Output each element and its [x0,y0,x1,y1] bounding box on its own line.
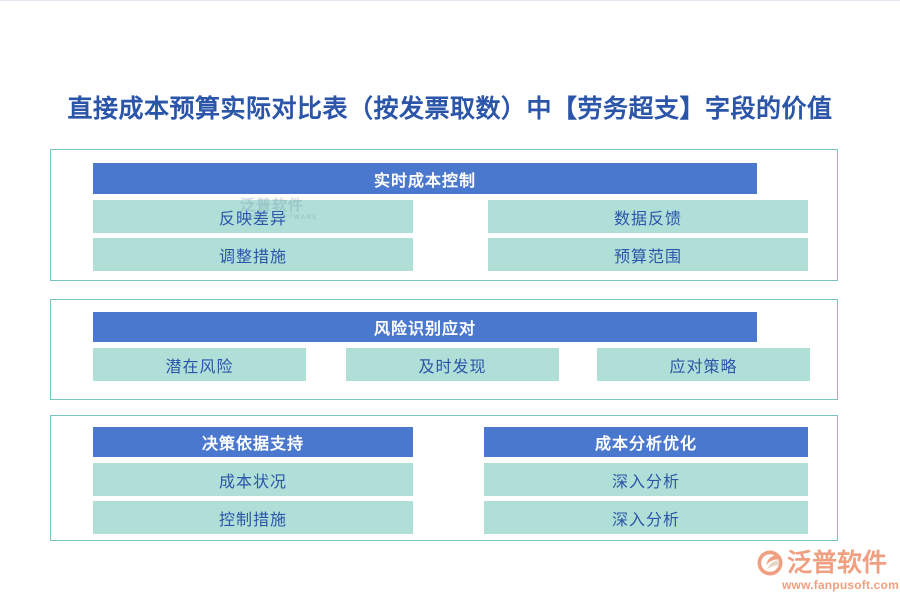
card-3-left-item-1[interactable]: 成本状况 [93,463,413,496]
card-risk-identification: 风险识别应对 潜在风险 及时发现 应对策略 [50,299,838,400]
card-1-item-3[interactable]: 调整措施 [93,238,413,271]
card-1-header: 实时成本控制 [93,163,757,194]
card-2-item-2[interactable]: 及时发现 [346,348,559,381]
card-1-item-2[interactable]: 数据反馈 [488,200,808,233]
card-2-item-3[interactable]: 应对策略 [597,348,810,381]
brand-url: www.fanpusoft.com [782,578,899,592]
page-title: 直接成本预算实际对比表（按发票取数）中【劳务超支】字段的价值 [67,96,833,123]
card-3-right-item-1[interactable]: 深入分析 [484,463,808,496]
brand-logo: 泛普软件 www.fanpusoft.com [756,548,899,592]
card-2-item-1[interactable]: 潜在风险 [93,348,306,381]
fanpu-arc-logo-icon [756,549,784,577]
card-decision-and-analysis: 决策依据支持 成本状况 控制措施 成本分析优化 深入分析 深入分析 [50,415,838,541]
card-3-left-item-2[interactable]: 控制措施 [93,501,413,534]
card-2-header: 风险识别应对 [93,312,757,342]
card-3-right-item-2[interactable]: 深入分析 [484,501,808,534]
card-1-item-1[interactable]: 反映差异 [93,200,413,233]
card-3-right-header: 成本分析优化 [484,427,808,457]
card-realtime-cost-control: 实时成本控制 反映差异 数据反馈 调整措施 预算范围 [50,149,838,281]
brand-logo-row: 泛普软件 [756,548,892,578]
card-3-left-header: 决策依据支持 [93,427,413,457]
card-1-item-4[interactable]: 预算范围 [488,238,808,271]
brand-name: 泛普软件 [787,549,888,577]
